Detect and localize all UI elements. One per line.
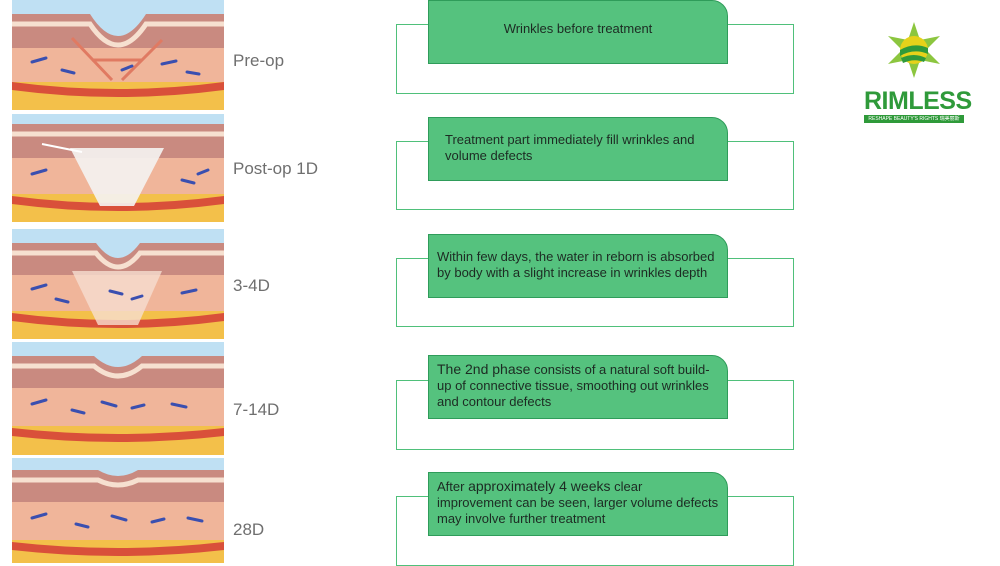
skin-illustration-28d bbox=[12, 458, 224, 563]
stage-label: 28D bbox=[233, 520, 265, 539]
stage-note: Treatment part immediately fill wrinkles… bbox=[428, 117, 728, 181]
stage-label: Pre-op bbox=[233, 51, 285, 70]
stage-note-text: consists of a natural soft build-up of c… bbox=[437, 362, 710, 409]
brand-name: RIMLESS bbox=[864, 87, 972, 115]
stage-note-lead: The 2nd phase bbox=[437, 361, 531, 377]
stage-note: The 2nd phase consists of a natural soft… bbox=[428, 355, 728, 419]
stage-note-emphasis: approximately 4 weeks bbox=[468, 478, 611, 494]
stage-note-text: Within few days, the water in reborn is … bbox=[437, 249, 715, 280]
brand-tagline: RESHAPE BEAUTY'S RIGHTS 瑞美丽斯 bbox=[864, 115, 964, 123]
skin-illustration-7-14d bbox=[12, 342, 224, 455]
stage-label: 3-4D bbox=[233, 276, 270, 295]
stage-note: Wrinkles before treatment bbox=[428, 0, 728, 64]
stage-label: Post-op 1D bbox=[233, 159, 319, 178]
stage-note-text: After bbox=[437, 479, 469, 494]
rimless-logo-icon bbox=[888, 22, 940, 78]
skin-illustration-pre-op bbox=[12, 0, 224, 110]
stage-note: Within few days, the water in reborn is … bbox=[428, 234, 728, 298]
stage-note: After approximately 4 weeks clear improv… bbox=[428, 472, 728, 536]
stage-note-text: Treatment part immediately fill wrinkles… bbox=[445, 132, 695, 163]
stage-note-text: Wrinkles before treatment bbox=[503, 21, 653, 36]
skin-illustration-3-4d bbox=[12, 229, 224, 339]
stage-note-text: clear improvement can be seen, larger vo… bbox=[437, 479, 719, 526]
stage-label: 7-14D bbox=[233, 400, 280, 419]
skin-illustration-post-op-1d bbox=[12, 114, 224, 222]
